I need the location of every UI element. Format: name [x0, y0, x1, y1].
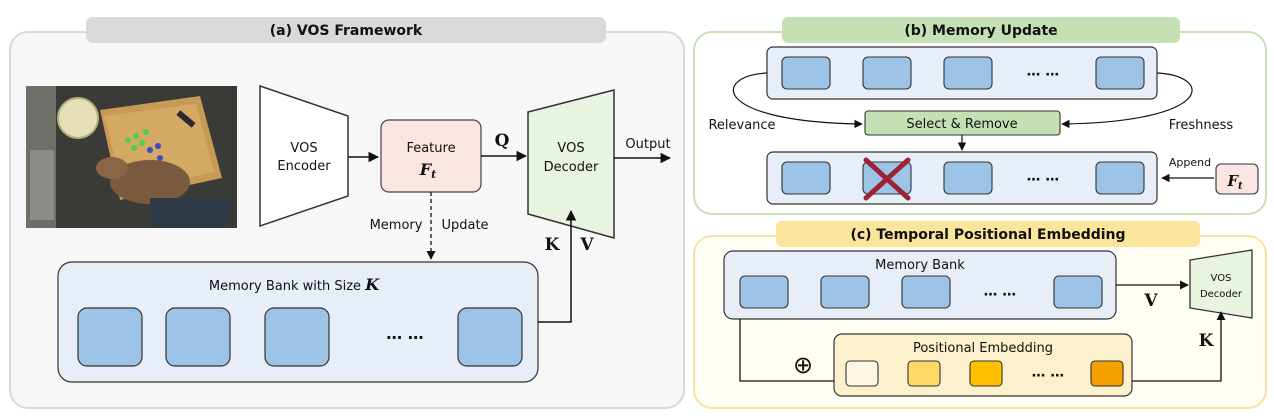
- embedding-cell: [1090, 360, 1124, 387]
- feature-label: Feature: [406, 141, 455, 156]
- memory-ellipsis: ⋯ ⋯: [386, 328, 424, 347]
- arrow-freshness: [1061, 72, 1193, 129]
- panel-c: (c) Temporal Positional Embedding Memory…: [693, 221, 1267, 409]
- memory-cell: [165, 307, 231, 367]
- memory-cell: [781, 56, 831, 90]
- vos-decoder: [527, 89, 615, 239]
- k-label: K: [1199, 331, 1215, 351]
- memory-cell: [943, 56, 993, 90]
- memory-bank-label: Memory Bank: [875, 258, 965, 273]
- appended-feature-symbol: Ft: [1226, 172, 1243, 192]
- appended-feature-box: [1215, 163, 1259, 195]
- relevance-label: Relevance: [708, 118, 775, 133]
- v-label: V: [1143, 291, 1158, 311]
- panel-c-title-bar: [776, 221, 1200, 247]
- memory-cell: [943, 161, 993, 195]
- add-operator-icon: ⊕: [793, 351, 813, 379]
- memory-cell: [1095, 56, 1145, 90]
- positional-embedding-label: Positional Embedding: [913, 341, 1053, 356]
- memory-cell: [739, 275, 789, 309]
- memory-cell: [77, 307, 143, 367]
- feature-box: [380, 119, 482, 193]
- panel-b: (b) Memory Update ⋯ ⋯ Relevance Freshnes…: [693, 17, 1267, 215]
- encoder-label-line2: Encoder: [277, 159, 331, 174]
- memory-cell: [901, 275, 951, 309]
- feature-symbol: Ft: [419, 160, 436, 181]
- embedding-cell: [969, 360, 1003, 387]
- panel-a-title: (a) VOS Framework: [270, 23, 423, 39]
- v-label: V: [579, 235, 594, 255]
- panel-a: (a) VOS Framework VOS Encoder: [9, 17, 685, 409]
- freshness-label: Freshness: [1169, 118, 1234, 133]
- memory-cell: [820, 275, 870, 309]
- video-frame-image: [26, 86, 237, 228]
- decoder-label-line2: Decoder: [1200, 289, 1243, 300]
- arrow-kv-to-decoder: [538, 209, 577, 323]
- decoder-label-line2: Decoder: [544, 160, 599, 175]
- embedding-ellipsis: ⋯ ⋯: [1032, 368, 1065, 384]
- decoder-label-line1: VOS: [557, 141, 584, 156]
- output-label: Output: [625, 137, 670, 152]
- panel-b-title: (b) Memory Update: [904, 23, 1057, 39]
- q-label: Q: [495, 131, 510, 151]
- encoder-label-line1: VOS: [290, 141, 317, 156]
- k-label: K: [545, 235, 561, 255]
- remove-cross-icon: [863, 157, 911, 201]
- update-label: Update: [441, 218, 488, 233]
- memory-bank-label: Memory Bank with Size K: [209, 275, 380, 294]
- panel-c-title: (c) Temporal Positional Embedding: [850, 227, 1125, 243]
- embedding-cell: [907, 360, 941, 387]
- decoder-label-line1: VOS: [1211, 273, 1232, 284]
- select-remove-label: Select & Remove: [906, 117, 1017, 132]
- panel-a-title-bar: [86, 17, 606, 43]
- memory-cell: [457, 307, 523, 367]
- vos-encoder: [259, 84, 349, 228]
- memory-cell: [781, 161, 831, 195]
- append-label: Append: [1169, 156, 1211, 169]
- memory-ellipsis: ⋯ ⋯: [1027, 172, 1060, 188]
- vos-decoder-small: [1189, 249, 1253, 319]
- arrow-relevance: [732, 72, 863, 129]
- memory-ellipsis: ⋯ ⋯: [1027, 67, 1060, 83]
- memory-cell: [264, 307, 330, 367]
- memory-label: Memory: [370, 218, 423, 233]
- memory-cell: [1095, 161, 1145, 195]
- memory-cell: [862, 56, 912, 90]
- memory-cell: [1053, 275, 1103, 309]
- embedding-cell: [845, 360, 879, 387]
- panel-b-title-bar: [782, 17, 1180, 43]
- memory-ellipsis: ⋯ ⋯: [984, 287, 1017, 303]
